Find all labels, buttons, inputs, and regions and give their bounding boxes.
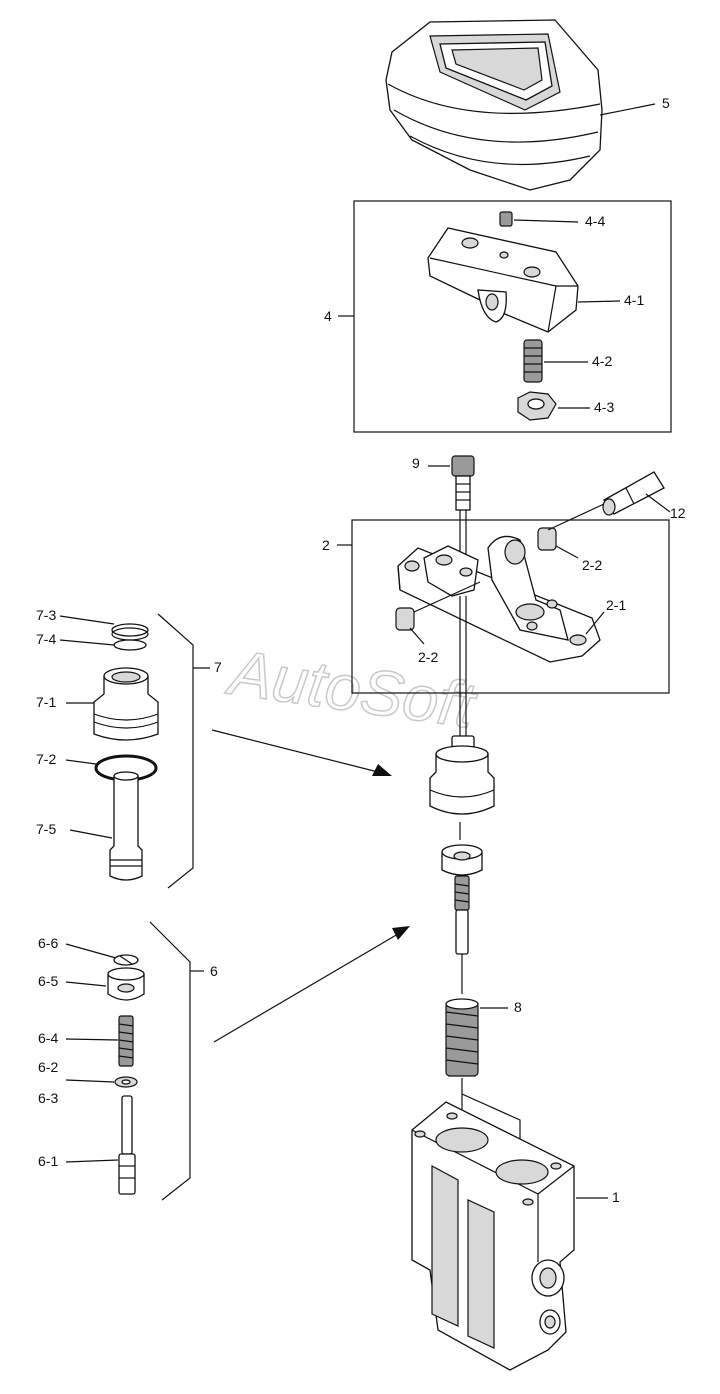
label-6-3: 6-3 [38,1090,58,1106]
group-2-box [351,519,670,694]
part-4-2-stud [523,339,543,383]
center-plug-assembly [429,735,495,815]
part-6-2-washer [114,1076,138,1088]
part-12-pin [602,471,665,516]
group-7-bracket [157,613,194,889]
arrow-7 [372,764,392,776]
part-2-1-base-plate [397,535,601,663]
part-2-2-bushing-left [395,607,415,631]
part-1-valve-body [411,1101,575,1371]
label-7-4: 7-4 [36,631,56,647]
label-7-1: 7-1 [36,694,56,710]
label-1: 1 [612,1189,620,1205]
label-5: 5 [662,95,670,111]
label-4-4: 4-4 [585,213,605,229]
label-7-3: 7-3 [36,607,56,623]
label-6: 6 [210,963,218,979]
part-9-bolt [451,455,475,511]
part-4-3-nut [517,391,557,421]
label-4-2: 4-2 [592,353,612,369]
label-2-2-right: 2-2 [582,557,602,573]
part-4-1-bracket [427,227,579,333]
label-6-6: 6-6 [38,935,58,951]
part-6-6-clip [113,954,139,966]
part-6-4-spring [118,1015,134,1067]
label-2-1: 2-1 [606,597,626,613]
label-6-1: 6-1 [38,1153,58,1169]
label-8: 8 [514,999,522,1015]
label-7: 7 [214,659,222,675]
part-7-4-ring [113,639,147,651]
watermark: AutoSoft [222,636,481,742]
label-7-2: 7-2 [36,751,56,767]
label-6-4: 6-4 [38,1030,58,1046]
part-5-boot [385,19,603,191]
part-8-spring [445,998,479,1077]
label-4-3: 4-3 [594,399,614,415]
label-2-2-left: 2-2 [418,649,438,665]
label-4-1: 4-1 [624,292,644,308]
part-7-1-plug [93,667,159,741]
part-6-5-seat [107,967,145,1001]
center-seat-spool-assembly [441,844,483,955]
label-6-2: 6-2 [38,1059,58,1075]
part-7-5-sleeve [109,771,143,881]
label-4: 4 [324,308,332,324]
label-2: 2 [322,537,330,553]
label-7-5: 7-5 [36,821,56,837]
label-12: 12 [670,505,686,521]
part-2-2-bushing-right [537,527,557,551]
part-7-3-ring [111,623,149,641]
label-6-5: 6-5 [38,973,58,989]
arrow-6 [392,926,410,940]
group-6-bracket [149,921,191,1201]
label-9: 9 [412,455,420,471]
part-6-1-spool [118,1095,136,1195]
part-4-4-set-screw [499,211,513,227]
